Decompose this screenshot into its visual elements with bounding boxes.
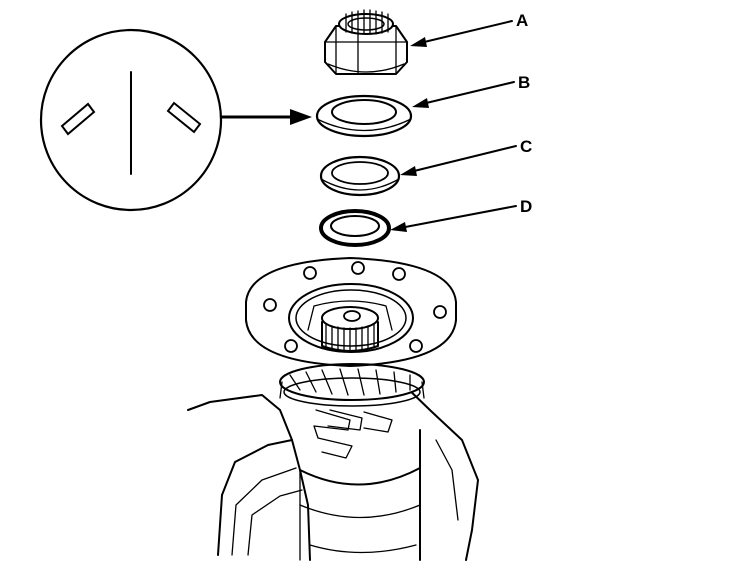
callout-label-c: C (520, 137, 532, 156)
leader-a (410, 20, 513, 47)
detail-view-circle (39, 28, 223, 212)
detail-left-tab (60, 102, 96, 136)
bolt-hole (303, 266, 317, 280)
part-a-nut (324, 9, 408, 75)
callout-label-d: D (520, 197, 532, 216)
hub-housing (187, 363, 479, 561)
part-b-washer (315, 94, 413, 138)
bolt-hole (351, 261, 365, 275)
bolt-hole (392, 267, 406, 281)
part-d-seal (319, 209, 391, 247)
part-c-washer (319, 155, 401, 197)
leader-c (400, 145, 517, 176)
threaded-spindle (307, 300, 393, 353)
detail-pointer-arrow (221, 109, 312, 125)
callout-label-a: A (516, 11, 528, 30)
leader-b (412, 81, 515, 108)
bolt-hole (433, 305, 447, 319)
detail-right-tab (166, 101, 202, 134)
callout-label-b: B (518, 73, 530, 92)
bolt-hole (409, 339, 423, 353)
leader-d (390, 205, 517, 232)
bolt-hole (263, 298, 277, 312)
bolt-hole (284, 339, 298, 353)
